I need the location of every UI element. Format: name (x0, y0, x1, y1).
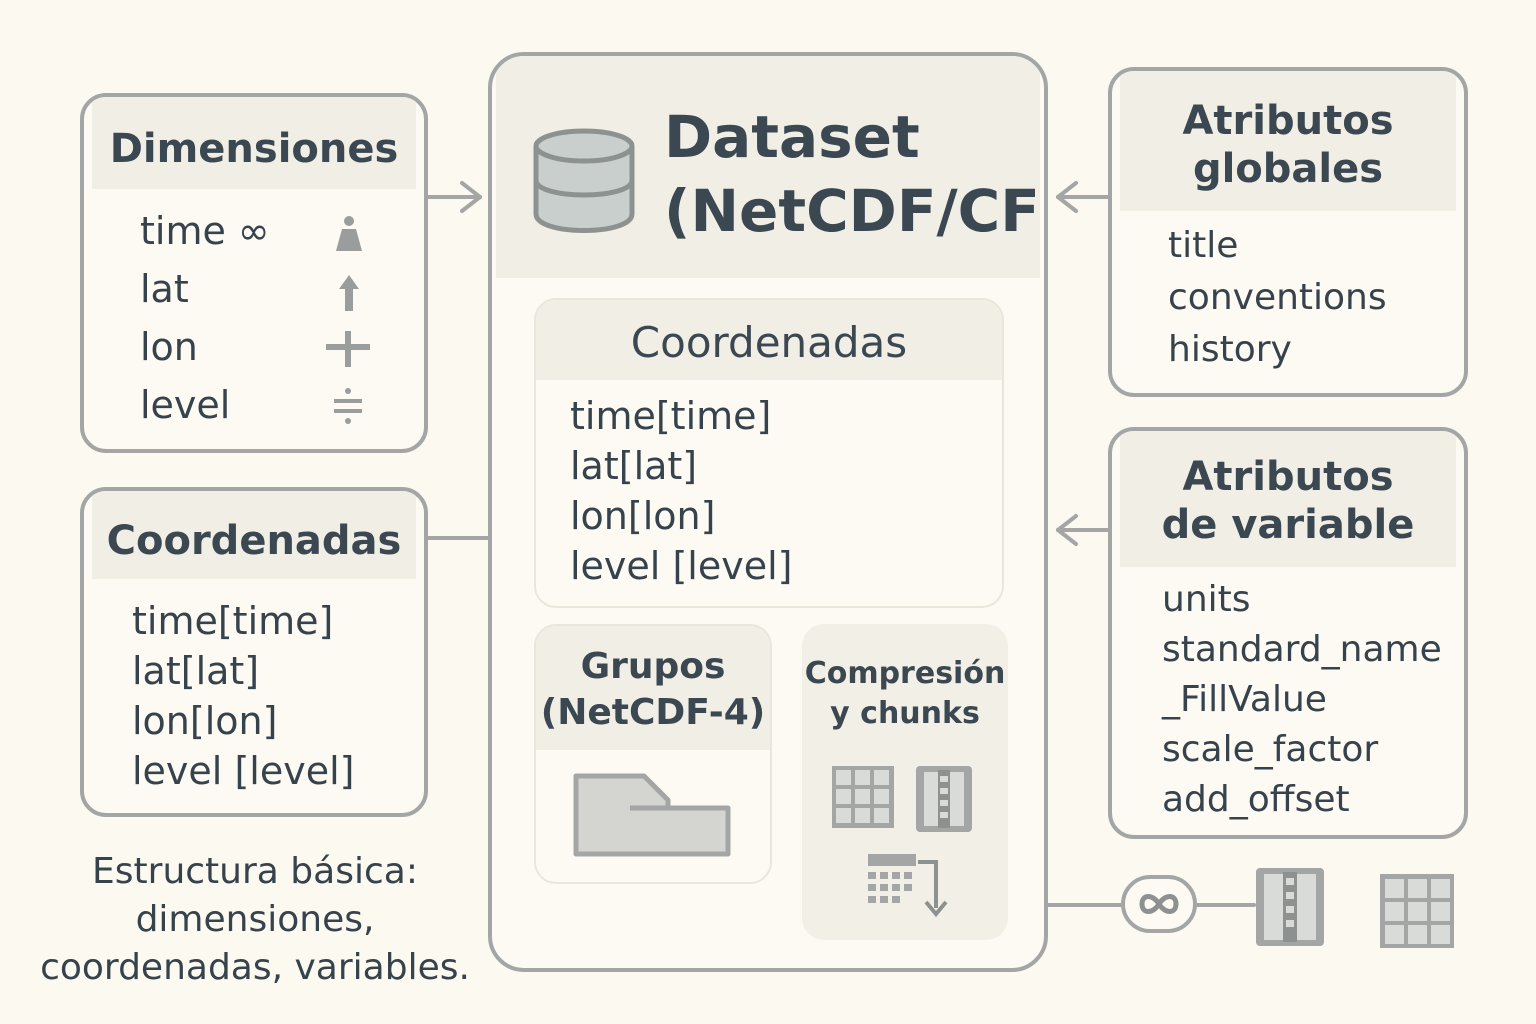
coordinate-item: lat[lat] (132, 649, 260, 693)
groups-panel: Grupos (NetCDF-4) (534, 624, 772, 884)
coordinate-item: level [level] (132, 749, 355, 793)
grid-icon (832, 766, 894, 828)
caption-line: coordenadas, variables. (40, 947, 470, 988)
chunk-arrow-icon (868, 854, 948, 918)
person-icon (336, 216, 362, 251)
grid-icon (1380, 874, 1454, 948)
dataset-coordinates-title: Coordenadas (536, 300, 1002, 380)
caption-line: dimensiones, (135, 899, 375, 940)
global-attributes-title: Atributos globales (1120, 71, 1456, 211)
coordinate-item: lat[lat] (570, 444, 698, 488)
dataset-box: Dataset (NetCDF/CF) Coordenadas time[tim… (488, 52, 1048, 972)
dimension-item: level (140, 383, 231, 427)
global-attribute-item: title (1168, 225, 1239, 266)
groups-title-line: (NetCDF-4) (540, 692, 766, 733)
levels-icon (334, 388, 362, 424)
coordinates-title: Coordenadas (92, 491, 416, 579)
global-attributes-title-line: Atributos (1182, 98, 1394, 144)
compression-panel: Compresión y chunks (802, 624, 1008, 940)
database-icon (533, 128, 635, 233)
variable-attributes-title-line: Atributos (1182, 454, 1394, 500)
coordinate-item: lon[lon] (132, 699, 278, 743)
caption: Estructura básica: dimensiones, coordena… (40, 848, 470, 992)
dataset-title: Dataset (NetCDF/CF) (664, 100, 1048, 248)
folder-icon (573, 773, 731, 857)
groups-title-line: Grupos (580, 646, 726, 687)
infinity-icon (1121, 875, 1197, 933)
dataset-title-line: Dataset (664, 103, 920, 171)
arrow-up-icon (339, 275, 359, 311)
coordinates-box-left: Coordenadas time[time] lat[lat] lon[lon]… (80, 487, 428, 817)
variable-attribute-item: _FillValue (1162, 679, 1327, 720)
variable-attributes-title: Atributos de variable (1120, 431, 1456, 567)
dataset-coordinates-panel: Coordenadas time[time] lat[lat] lon[lon]… (534, 298, 1004, 608)
coordinate-item: lon[lon] (570, 494, 716, 538)
global-attribute-item: conventions (1168, 277, 1387, 318)
variable-attribute-item: scale_factor (1162, 729, 1379, 770)
cross-icon (326, 331, 370, 367)
coordinate-item: level [level] (570, 544, 793, 588)
dataset-title-line: (NetCDF/CF) (664, 177, 1048, 245)
dimension-item: time ∞ (140, 209, 270, 253)
coordinate-item: time[time] (132, 599, 334, 643)
global-attributes-title-line: globales (1192, 146, 1384, 192)
zip-icon (1256, 868, 1324, 946)
zip-icon (916, 766, 972, 832)
dimensions-title: Dimensiones (92, 97, 416, 189)
groups-title: Grupos (NetCDF-4) (536, 626, 770, 750)
variable-attributes-box: Atributos de variable units standard_nam… (1108, 427, 1468, 839)
compression-title-line: y chunks (830, 696, 980, 731)
dimension-item: lat (140, 267, 189, 311)
compression-title: Compresión y chunks (802, 654, 1008, 734)
variable-attribute-item: standard_name (1162, 629, 1442, 670)
global-attributes-box: Atributos globales title conventions his… (1108, 67, 1468, 397)
variable-attributes-title-line: de variable (1161, 502, 1415, 548)
variable-attribute-item: add_offset (1162, 779, 1350, 820)
coordinate-item: time[time] (570, 394, 772, 438)
compression-title-line: Compresión (804, 656, 1006, 691)
variable-attribute-item: units (1162, 579, 1251, 620)
dimensions-box: Dimensiones time ∞ lat lon level (80, 93, 428, 453)
dimension-item: lon (140, 325, 198, 369)
global-attribute-item: history (1168, 329, 1292, 370)
caption-line: Estructura básica: (92, 851, 418, 892)
